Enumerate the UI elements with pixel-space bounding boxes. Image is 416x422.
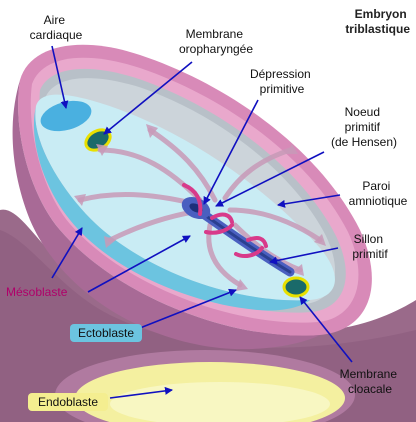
label-depression-primitive: Dépression primitive xyxy=(250,67,314,96)
corner-title: Embryon triblastique xyxy=(345,7,410,36)
label-endoblaste: Endoblaste xyxy=(38,395,98,409)
aire-cardiaque-shape xyxy=(40,100,92,132)
membrane-cloacale-shape xyxy=(282,276,310,298)
endoblaste-pill xyxy=(28,393,108,411)
streak-arrows xyxy=(182,183,268,258)
ectoblaste-pill xyxy=(70,324,142,342)
label-membrane-oropharyngee: Membrane oropharyngée xyxy=(179,27,253,56)
label-sillon-primitif: Sillon primitif xyxy=(352,232,388,261)
label-arrows xyxy=(51,45,353,399)
label-ectoblaste: Ectoblaste xyxy=(78,326,134,340)
label-paroi-amniotique: Paroi amniotique xyxy=(349,179,408,208)
label-noeud-primitif: Noeud primitif (de Hensen) xyxy=(331,105,397,149)
label-membrane-cloacale: Membrane cloacale xyxy=(340,367,401,396)
label-mesoblaste: Mésoblaste xyxy=(6,285,68,299)
label-aire-cardiaque: Aire cardiaque xyxy=(30,13,83,42)
